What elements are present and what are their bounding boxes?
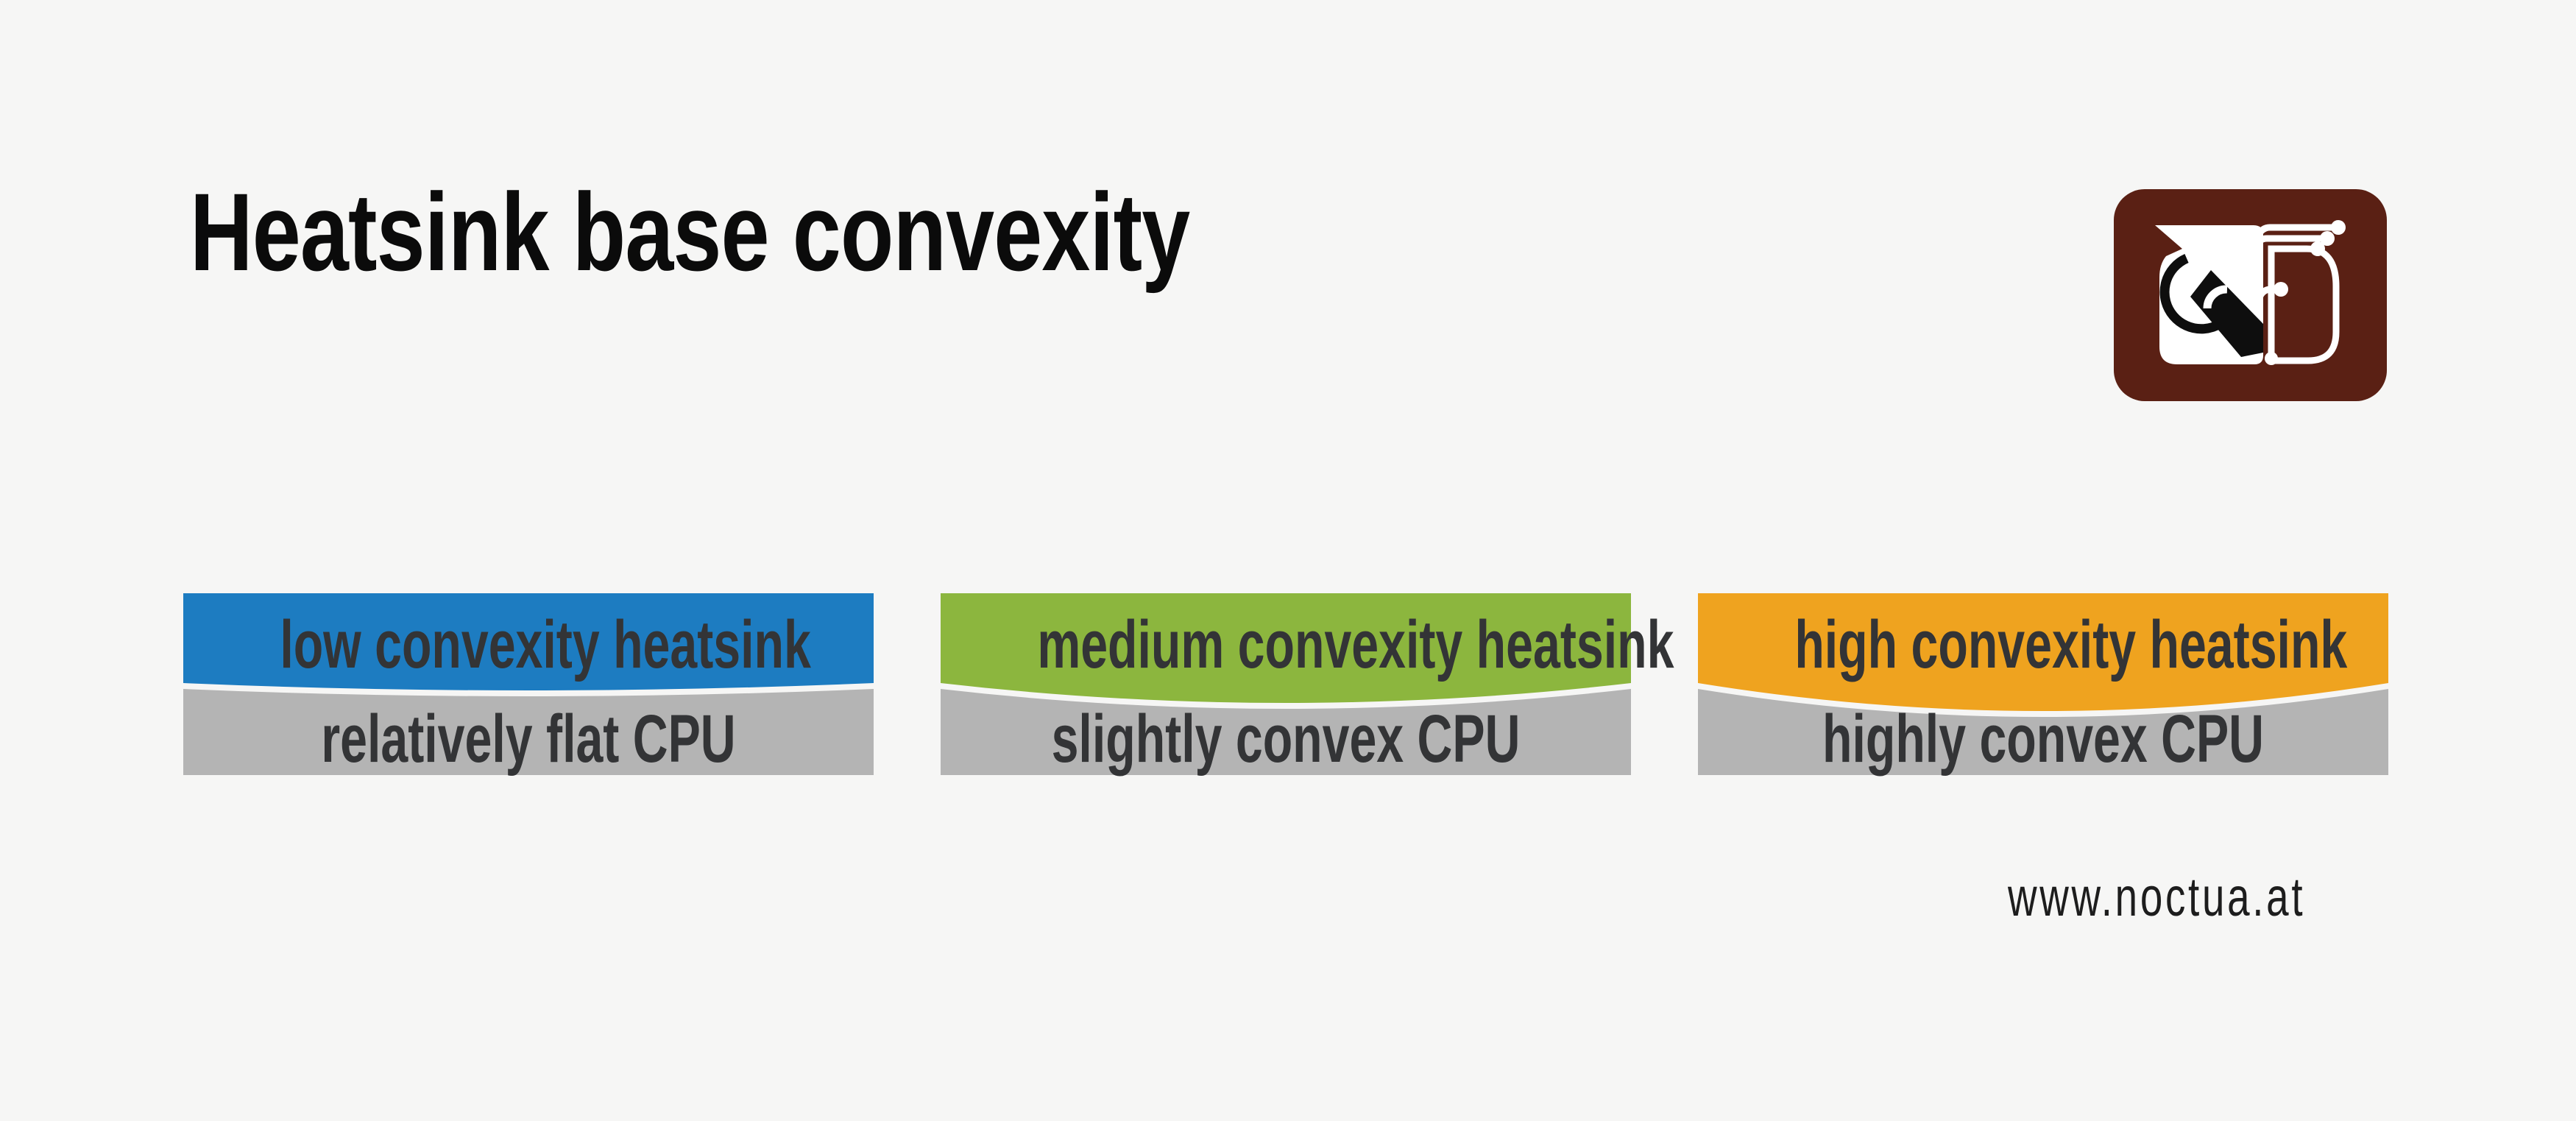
website-url: www.noctua.at bbox=[2007, 866, 2305, 927]
heatsink-fins-icon bbox=[2248, 220, 2346, 365]
diagram-medium-convexity: medium convexity heatsink slightly conve… bbox=[941, 593, 1674, 777]
heatsink-cpu-blocks bbox=[183, 593, 874, 775]
diagram-high-convexity: high convexity heatsink highly convex CP… bbox=[1698, 593, 2388, 775]
heatsink-shape bbox=[1698, 593, 2388, 711]
cpu-shape bbox=[941, 689, 1631, 775]
heatsink-cpu-blocks bbox=[941, 593, 1631, 775]
heatpipe-line-3 bbox=[2254, 286, 2278, 312]
heatsink-shape bbox=[183, 593, 874, 690]
cpu-shape bbox=[183, 689, 874, 775]
cpu-label: slightly convex CPU bbox=[1051, 701, 1521, 777]
heatsink-cpu-blocks bbox=[1698, 593, 2388, 775]
owl-beak bbox=[2190, 270, 2263, 357]
heatsink-label: low convexity heatsink bbox=[280, 607, 811, 682]
cpu-shape bbox=[1698, 689, 2388, 775]
page-title: Heatsink base convexity bbox=[190, 170, 1190, 294]
heatpipe-line-2 bbox=[2248, 235, 2328, 274]
diagram-low-convexity: low convexity heatsink relatively flat C… bbox=[183, 593, 874, 775]
heatpipe-dots bbox=[2265, 220, 2346, 365]
owl-icon bbox=[2155, 225, 2263, 364]
heatsink-shape bbox=[941, 593, 1631, 703]
cpu-label: relatively flat CPU bbox=[321, 701, 736, 777]
heatsink-label: medium convexity heatsink bbox=[1037, 607, 1674, 682]
owl-eye-highlight bbox=[2203, 285, 2228, 309]
cpu-label: highly convex CPU bbox=[1822, 701, 2264, 777]
heatsink-label: high convexity heatsink bbox=[1794, 607, 2348, 682]
noctua-logo bbox=[2114, 189, 2387, 401]
